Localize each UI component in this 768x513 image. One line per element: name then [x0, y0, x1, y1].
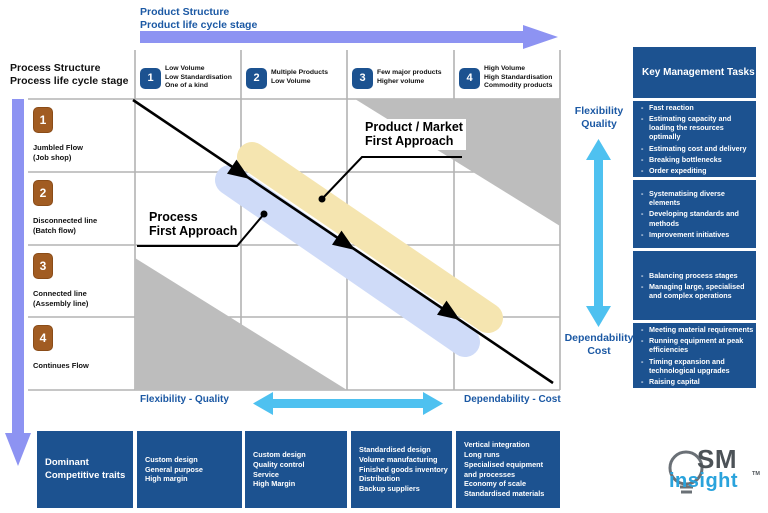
key-tasks-group-1: Fast reaction Estimating capacity and lo… — [633, 101, 756, 177]
key-tasks-group-4: Meeting material requirements Running eq… — [633, 323, 756, 388]
traits-cell-text: Vertical integration Long runs Specialis… — [464, 439, 545, 499]
column-number-badge: 4 — [459, 67, 480, 89]
row-number-badge: 2 — [33, 180, 53, 206]
traits-cell-1: Custom design General purpose High margi… — [137, 431, 242, 508]
traits-cell-text: Custom design Quality control Service Hi… — [253, 449, 306, 489]
row-label: Continues Flow — [33, 361, 89, 370]
row-label: Connected line (Assembly line) — [33, 289, 89, 309]
task-item: Order expediting — [639, 166, 754, 175]
column-number-badge: 3 — [352, 67, 373, 89]
dominant-competitive-traits-header: Dominant Competitive traits — [37, 431, 133, 508]
task-item: Meeting material requirements — [639, 325, 754, 334]
dependability-cost-label: Dependability Cost — [564, 332, 634, 357]
column-header-4: 4 High Volume High Standardisation Commo… — [454, 57, 560, 99]
task-item: Running equipment at peak efficiencies — [639, 336, 754, 354]
logo-sm-text: SM — [697, 444, 737, 474]
product-market-first-band — [237, 142, 503, 333]
task-item: Managing large, specialised and complex … — [639, 282, 754, 300]
task-item: Developing standards and methods — [639, 209, 754, 227]
traits-cell-3: Standardised design Volume manufacturing… — [351, 431, 452, 508]
process-first-approach-label: Process First Approach — [146, 209, 241, 240]
column-header-2: 2 Multiple Products Low Volume — [241, 57, 347, 99]
traits-header-label: Dominant Competitive traits — [45, 457, 126, 481]
key-tasks-group-2: Systematising diverse elements Developin… — [633, 180, 756, 248]
task-item: Systematising diverse elements — [639, 189, 754, 207]
task-item: Estimating capacity and loading the reso… — [639, 114, 754, 142]
bottom-tradeoff-arrow — [253, 392, 443, 415]
process-first-band — [215, 165, 480, 357]
traits-cell-4: Vertical integration Long runs Specialis… — [456, 431, 560, 508]
column-header-1: 1 Low Volume Low Standardisation One of … — [135, 57, 241, 99]
row-label: Disconnected line (Batch flow) — [33, 216, 98, 236]
product-market-first-approach-label: Product / Market First Approach — [362, 119, 466, 150]
row-header-4: 4 Continues Flow — [28, 317, 133, 390]
bottom-flexibility-quality-label: Flexibility - Quality — [140, 394, 229, 405]
column-label: High Volume High Standardisation Commodi… — [484, 64, 553, 90]
task-item: Balancing process stages — [639, 271, 754, 280]
leader-dot-product-market — [318, 195, 326, 203]
task-item: Timing expansion and technological upgra… — [639, 357, 754, 375]
column-number-badge: 1 — [140, 67, 161, 89]
row-label: Jumbled Flow (Job shop) — [33, 143, 84, 163]
key-management-tasks-header: Key Management Tasks — [633, 47, 756, 98]
logo-insight-text: insight — [669, 470, 739, 492]
bottom-dependability-cost-label: Dependability - Cost — [464, 394, 561, 405]
traits-cell-text: Standardised design Volume manufacturing… — [359, 444, 448, 494]
mismatch-region-bottom-left — [135, 258, 347, 390]
row-number-badge: 4 — [33, 325, 53, 351]
right-tradeoff-arrow — [586, 139, 611, 327]
row-number-badge: 3 — [33, 253, 53, 279]
flexibility-quality-label: Flexibility Quality — [574, 105, 624, 130]
column-label: Few major products Higher volume — [377, 69, 442, 85]
process-structure-title: Process Structure Process life cycle sta… — [10, 62, 129, 88]
task-item: Estimating cost and delivery — [639, 144, 754, 153]
product-structure-title: Product Structure Product life cycle sta… — [140, 6, 258, 32]
logo-tm-mark: TM — [752, 471, 760, 477]
diagonal-arrowheads — [227, 159, 460, 320]
column-label: Multiple Products Low Volume — [271, 69, 329, 85]
row-number-badge: 1 — [33, 107, 53, 133]
row-header-1: 1 Jumbled Flow (Job shop) — [28, 99, 133, 172]
column-number-badge: 2 — [246, 67, 267, 89]
task-item: Raising capital — [639, 377, 754, 386]
task-item: Fast reaction — [639, 103, 754, 112]
traits-cell-2: Custom design Quality control Service Hi… — [245, 431, 347, 508]
task-item: Improvement initiatives — [639, 230, 754, 239]
key-tasks-group-3: Balancing process stages Managing large,… — [633, 251, 756, 320]
traits-cell-text: Custom design General purpose High margi… — [145, 454, 203, 484]
column-label: Low Volume Low Standardisation One of a … — [165, 64, 232, 90]
row-header-2: 2 Disconnected line (Batch flow) — [28, 172, 133, 245]
key-management-tasks-title: Key Management Tasks — [642, 67, 755, 78]
column-header-3: 3 Few major products Higher volume — [347, 57, 454, 99]
row-header-3: 3 Connected line (Assembly line) — [28, 245, 133, 317]
leader-dot-process — [260, 210, 268, 218]
diagonal-line — [132, 98, 554, 385]
task-item: Breaking bottlenecks — [639, 155, 754, 164]
